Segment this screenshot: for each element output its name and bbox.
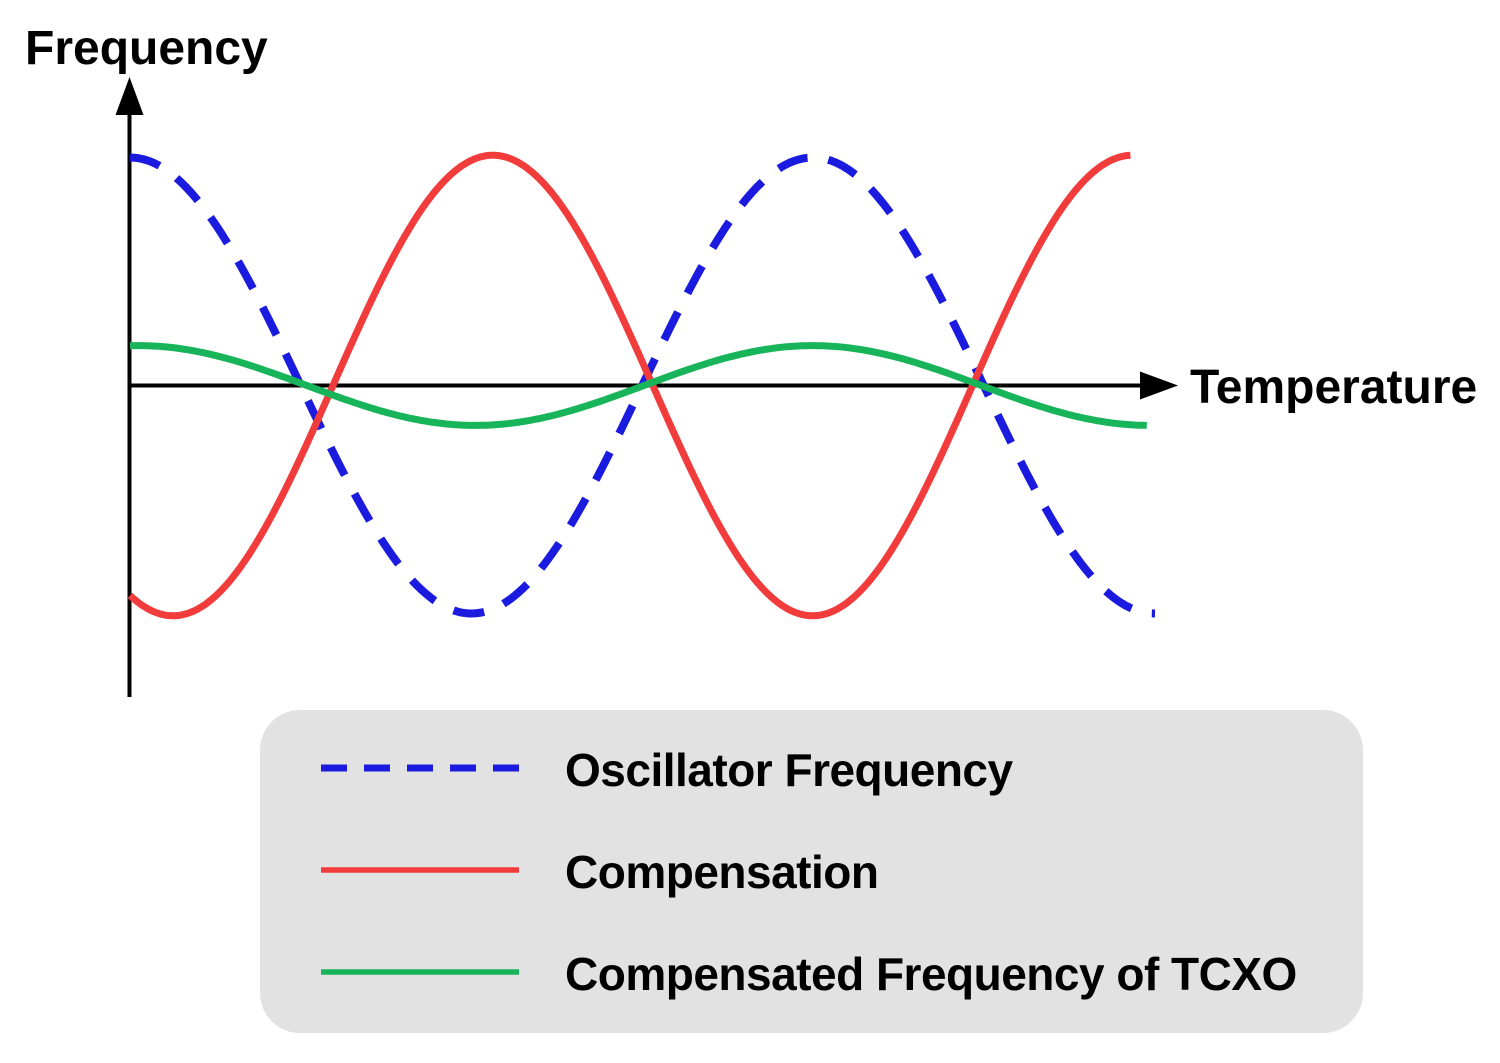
y-axis-label: Frequency: [25, 22, 268, 75]
legend-label-compensation: Compensation: [565, 846, 878, 898]
x-axis-label: Temperature: [1190, 361, 1477, 414]
y-axis-arrowhead-icon: [115, 77, 144, 115]
legend-background: [260, 710, 1363, 1033]
compensated-tcxo-curve: [129, 342, 1147, 429]
legend-item-tcxo: Compensated Frequency of TCXO: [321, 948, 1297, 1000]
legend: Oscillator Frequency Compensation Compen…: [260, 710, 1363, 1033]
compensation-curve: [127, 151, 1131, 620]
legend-item-compensation: Compensation: [321, 846, 879, 898]
legend-label-tcxo: Compensated Frequency of TCXO: [565, 948, 1297, 1000]
legend-label-oscillator: Oscillator Frequency: [565, 744, 1014, 796]
legend-item-oscillator: Oscillator Frequency: [321, 744, 1014, 796]
x-axis-arrowhead-icon: [1140, 371, 1178, 400]
